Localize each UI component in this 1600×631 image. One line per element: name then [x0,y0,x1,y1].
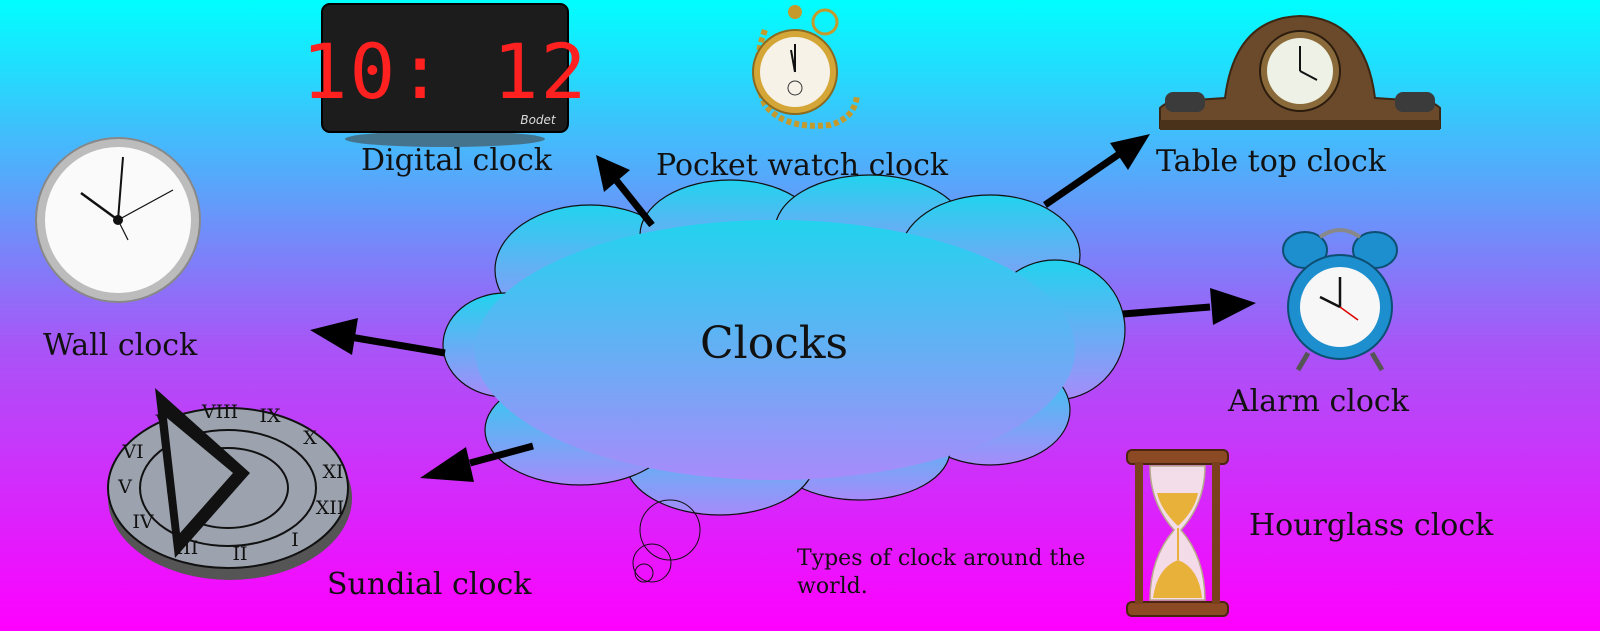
pocket-watch-image [752,5,860,129]
arrow-to-sundial-clock [420,442,534,482]
wall-clock-image [35,137,201,303]
label-digital-clock: Digital clock [361,143,552,178]
arrow-to-table-top-clock [1043,134,1150,208]
sundial-numeral: VI [121,441,143,463]
label-hourglass-clock: Hourglass clock [1249,508,1494,543]
label-pocket-watch-clock: Pocket watch clock [656,148,949,183]
arrows [310,134,1256,482]
arrow-to-digital-clock [596,155,655,228]
alarm-clock-image [1282,228,1398,372]
arrow-to-wall-clock [310,318,446,357]
thought-cloud [442,174,1126,583]
label-sundial-clock: Sundial clock [327,567,532,602]
arrow-to-alarm-clock [1122,288,1256,325]
sundial-numeral: V [117,476,132,498]
label-wall-clock: Wall clock [43,328,198,363]
center-title: Clocks [700,318,849,369]
label-table-top-clock: Table top clock [1156,144,1386,179]
caption-text: Types of clock around the world. [797,546,1086,599]
table-top-clock-image [1159,14,1441,130]
sundial-numeral: II [232,543,247,565]
hourglass-clock-image [1126,449,1229,617]
sundial-numeral: VIII [201,401,238,423]
label-alarm-clock: Alarm clock [1228,384,1409,419]
sundial-numeral: IV [132,511,154,533]
sundial-numeral: X [303,427,317,449]
digital-clock-brand: Bodet [520,113,557,127]
digital-clock-image: 10: 12 Bodet [302,3,586,147]
digital-clock-display: 10: 12 [302,27,589,116]
sundial-numeral: I [291,529,299,551]
sundial-numeral: XI [322,461,343,483]
sundial-numeral: XII [316,497,345,519]
sundial-clock-image: VIII IX X XI XII I II III IV V VI VII [107,388,352,580]
sundial-numeral: IX [259,405,281,427]
